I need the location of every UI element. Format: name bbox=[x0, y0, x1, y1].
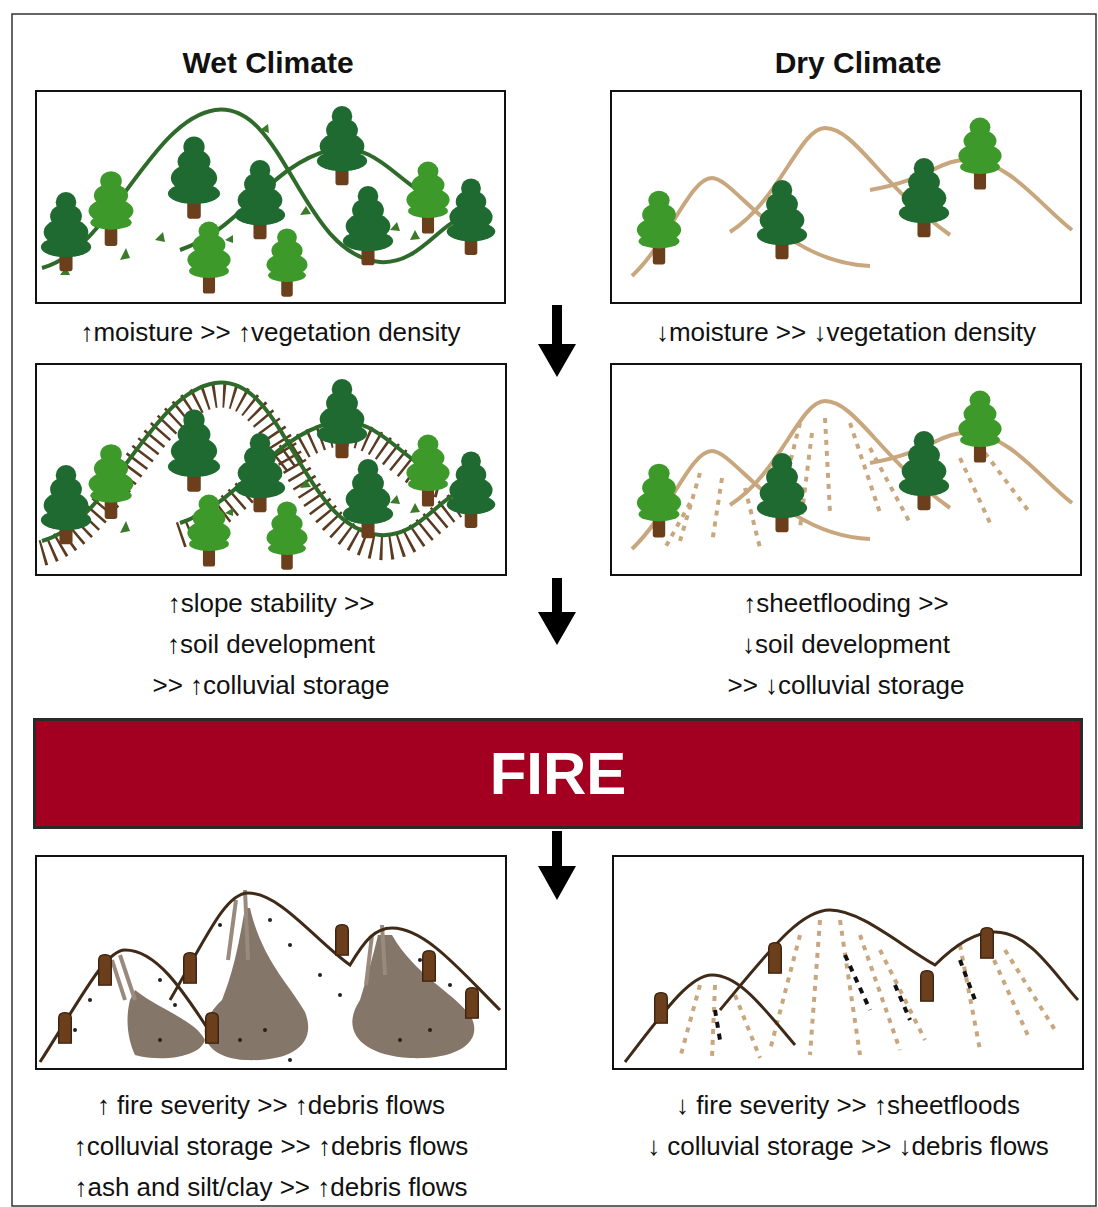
effect-caption: ↑colluvial storage >> ↑debris flows bbox=[0, 1126, 571, 1167]
dry-hills bbox=[632, 118, 1072, 276]
illustration-panel: ↑slope stability >> ↑soil development >>… bbox=[35, 363, 507, 576]
caption-block: ↑moisture >> ↑vegetation density bbox=[0, 312, 571, 353]
illustration-panel: ↑ fire severity >> ↑debris flows↑colluvi… bbox=[35, 855, 507, 1070]
column-heading: Wet Climate bbox=[58, 45, 478, 81]
effect-caption: ↑moisture >> ↑vegetation density bbox=[0, 312, 571, 353]
illustration-panel: ↑moisture >> ↑vegetation density bbox=[35, 90, 506, 304]
effect-caption: ↑slope stability >> ↑soil development >>… bbox=[150, 583, 392, 706]
column-heading: Dry Climate bbox=[648, 45, 1068, 81]
caption-block: ↑slope stability >> ↑soil development >>… bbox=[150, 583, 392, 706]
effect-caption: ↓moisture >> ↓vegetation density bbox=[546, 312, 1098, 353]
wet-roots bbox=[41, 379, 496, 570]
illustration-panel: ↑sheetflooding >> ↓soil development >> ↓… bbox=[610, 363, 1082, 576]
dry-sheetflooding bbox=[632, 391, 1072, 549]
sheetfloods bbox=[625, 910, 1078, 1062]
fire-band: FIRE bbox=[33, 718, 1083, 829]
caption-block: ↓moisture >> ↓vegetation density bbox=[546, 312, 1098, 353]
effect-caption: ↓ fire severity >> ↑sheetfloods bbox=[548, 1085, 1098, 1126]
effect-caption: ↑ash and silt/clay >> ↑debris flows bbox=[0, 1167, 571, 1207]
illustration-panel: ↓ fire severity >> ↑sheetfloods↓ colluvi… bbox=[612, 855, 1084, 1070]
fire-label: FIRE bbox=[490, 744, 627, 804]
debris-flows bbox=[40, 890, 500, 1062]
caption-block: ↓ fire severity >> ↑sheetfloods↓ colluvi… bbox=[548, 1085, 1098, 1167]
caption-block: ↑sheetflooding >> ↓soil development >> ↓… bbox=[725, 583, 967, 706]
wet-forest bbox=[41, 106, 496, 297]
effect-caption: ↑sheetflooding >> ↓soil development >> ↓… bbox=[725, 583, 967, 706]
effect-caption: ↑ fire severity >> ↑debris flows bbox=[0, 1085, 571, 1126]
effect-caption: ↓ colluvial storage >> ↓debris flows bbox=[548, 1126, 1098, 1167]
illustration-panel: ↓moisture >> ↓vegetation density bbox=[610, 90, 1082, 304]
caption-block: ↑ fire severity >> ↑debris flows↑colluvi… bbox=[0, 1085, 571, 1207]
